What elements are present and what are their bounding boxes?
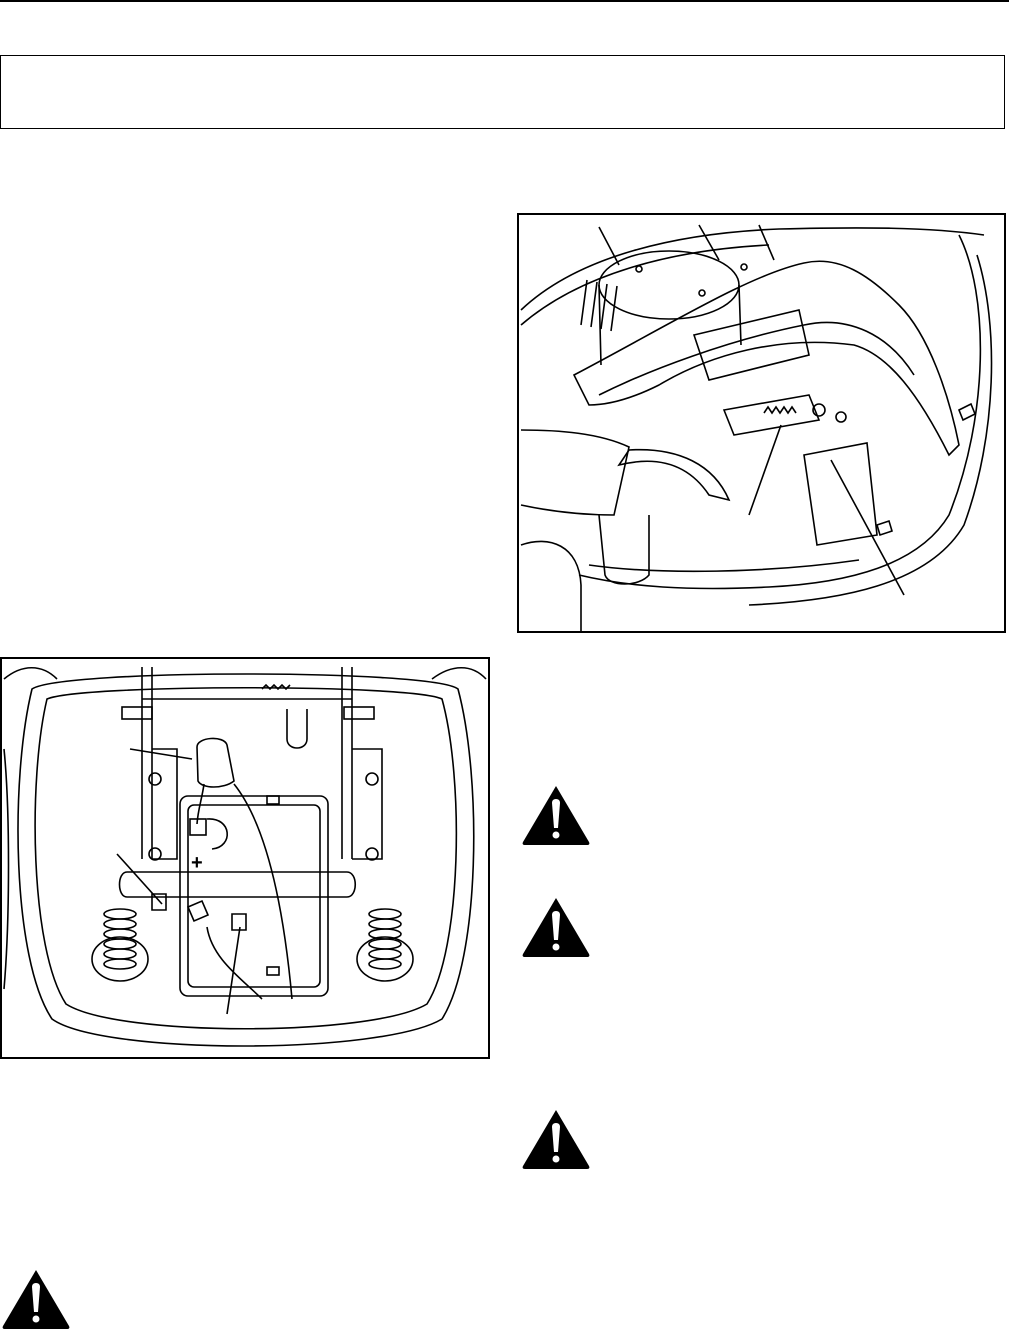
notice-banner-box bbox=[0, 55, 1005, 129]
warning-triangle-icon bbox=[521, 784, 591, 846]
positive-terminal-label: + bbox=[191, 852, 203, 874]
figure-battery-compartment: + bbox=[0, 657, 490, 1059]
discharge-chute-illustration bbox=[520, 224, 993, 631]
warning-triangle-icon bbox=[1, 1268, 71, 1330]
warning-triangle-icon bbox=[521, 1108, 591, 1170]
warning-triangle-icon bbox=[521, 896, 591, 958]
figure-discharge-chute bbox=[517, 213, 1006, 633]
page-top-rule bbox=[0, 0, 1009, 2]
battery-compartment-illustration bbox=[3, 667, 487, 1047]
